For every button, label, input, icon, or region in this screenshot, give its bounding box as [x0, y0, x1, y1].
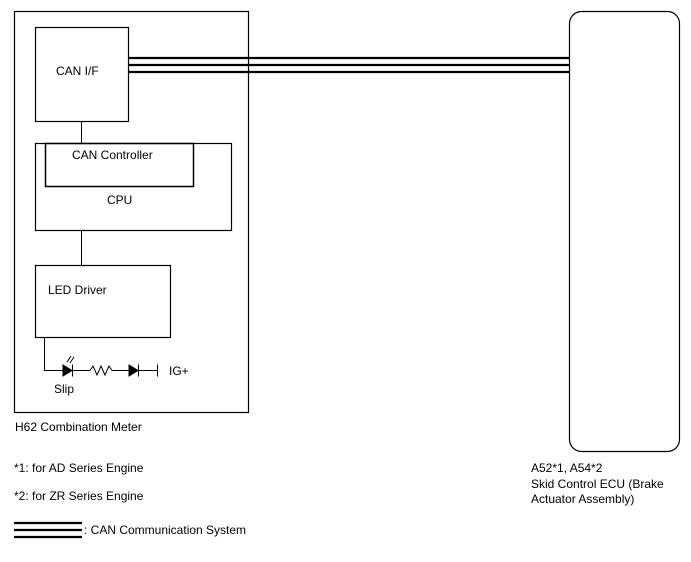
- legend-can-label: : CAN Communication System: [84, 523, 247, 537]
- resistor-icon: [89, 364, 113, 377]
- can-controller-block: [44, 142, 195, 188]
- ig-plus-label: IG+: [169, 364, 189, 378]
- skid-control-ecu-box: [568, 10, 681, 453]
- combination-meter-box: [13, 10, 250, 414]
- led-driver-block: [34, 264, 172, 339]
- combination-meter-label: H62 Combination Meter: [15, 420, 142, 434]
- can-if-label: CAN I/F: [56, 64, 99, 78]
- can-controller-label: CAN Controller: [72, 148, 153, 162]
- slip-indicator-circuit: [44, 337, 158, 377]
- diode-icon: [128, 364, 139, 377]
- ecu-connector-label: A52*1, A54*2: [531, 461, 603, 475]
- note-ad-series: *1: for AD Series Engine: [14, 461, 144, 475]
- slip-label: Slip: [54, 382, 75, 396]
- ecu-name-line2: Actuator Assembly): [531, 492, 635, 506]
- cpu-label: CPU: [107, 193, 133, 207]
- led-driver-label: LED Driver: [48, 283, 107, 297]
- led-icon: [62, 364, 73, 377]
- ecu-name-line1: Skid Control ECU (Brake: [531, 477, 664, 491]
- can-legend-symbol: [14, 521, 82, 539]
- can-bus-lines: [128, 56, 570, 74]
- note-zr-series: *2: for ZR Series Engine: [14, 489, 144, 503]
